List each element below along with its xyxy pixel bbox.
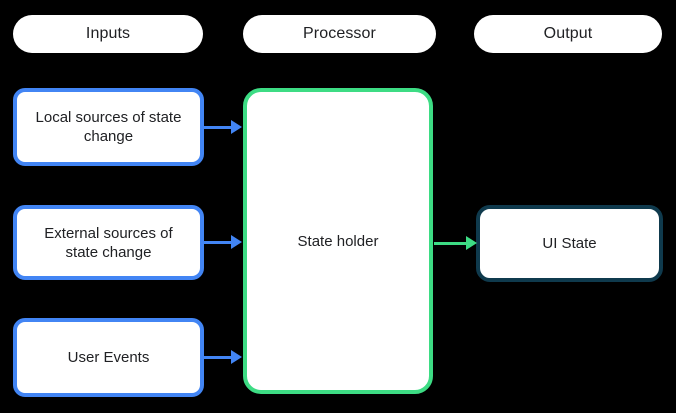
node-external-sources-of-state-change: External sources of state change [13,205,204,280]
node-ui-state: UI State [476,205,663,282]
column-header-processor: Processor [243,15,436,53]
node-user-events: User Events [13,318,204,397]
column-header-output-label: Output [543,25,593,42]
arrow-line [434,241,468,245]
column-header-inputs-label: Inputs [85,25,131,42]
arrow-local-sources-to-state-holder [204,120,242,134]
arrow-head-icon [231,235,242,249]
node-local-sources-label: Local sources of state change [35,109,182,145]
node-state-holder: State holder [243,88,433,394]
column-header-processor-label: Processor [303,25,376,42]
node-local-sources-of-state-change: Local sources of state change [13,88,204,166]
column-header-output: Output [474,15,662,53]
node-state-holder-label: State holder [297,232,379,250]
node-user-events-label: User Events [67,349,150,366]
node-external-sources-label: External sources of state change [44,224,173,261]
node-ui-state-label: UI State [542,235,597,252]
arrow-user-events-to-state-holder [204,350,242,364]
arrow-line [204,125,233,129]
arrow-head-icon [231,120,242,134]
arrow-line [204,240,233,244]
arrow-line [204,355,233,359]
arrow-head-icon [466,236,477,250]
column-header-inputs: Inputs [13,15,203,53]
arrow-external-sources-to-state-holder [204,235,242,249]
arrow-state-holder-to-ui-state [434,236,477,250]
arrow-head-icon [231,350,242,364]
